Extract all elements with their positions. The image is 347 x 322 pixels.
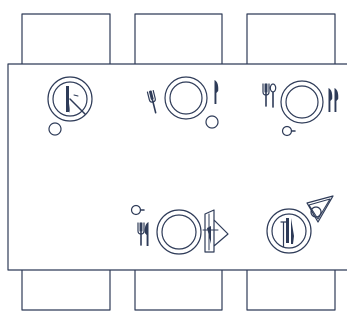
folded-napkin	[202, 209, 229, 253]
plate	[164, 76, 208, 120]
fork	[262, 83, 270, 107]
setting-top-middle	[146, 76, 219, 129]
chair-top-3	[246, 13, 336, 65]
plate	[156, 209, 202, 255]
setting-bottom-right	[266, 195, 334, 254]
knife	[144, 221, 150, 247]
chair-top-1	[21, 13, 111, 65]
knife	[213, 79, 219, 105]
chair-top-2	[134, 13, 223, 65]
chair-bottom-2	[134, 269, 223, 311]
cup	[281, 125, 296, 137]
napkin	[306, 195, 334, 223]
setting-bottom-middle	[130, 204, 229, 255]
cutlery	[66, 86, 86, 115]
plate	[266, 208, 312, 254]
fork	[146, 89, 160, 115]
table	[7, 63, 347, 271]
glass	[205, 115, 219, 129]
cutlery	[280, 218, 294, 247]
plate	[280, 80, 324, 124]
cup	[310, 206, 322, 218]
glass	[48, 122, 62, 136]
setting-top-right	[262, 80, 339, 137]
plate	[47, 76, 93, 122]
fork	[137, 222, 145, 246]
knife	[333, 87, 339, 113]
setting-top-left	[47, 76, 93, 136]
spoon	[269, 83, 277, 108]
cup	[130, 204, 145, 216]
chair-bottom-3	[246, 269, 336, 311]
chair-bottom-1	[21, 269, 111, 311]
knife	[327, 87, 333, 113]
